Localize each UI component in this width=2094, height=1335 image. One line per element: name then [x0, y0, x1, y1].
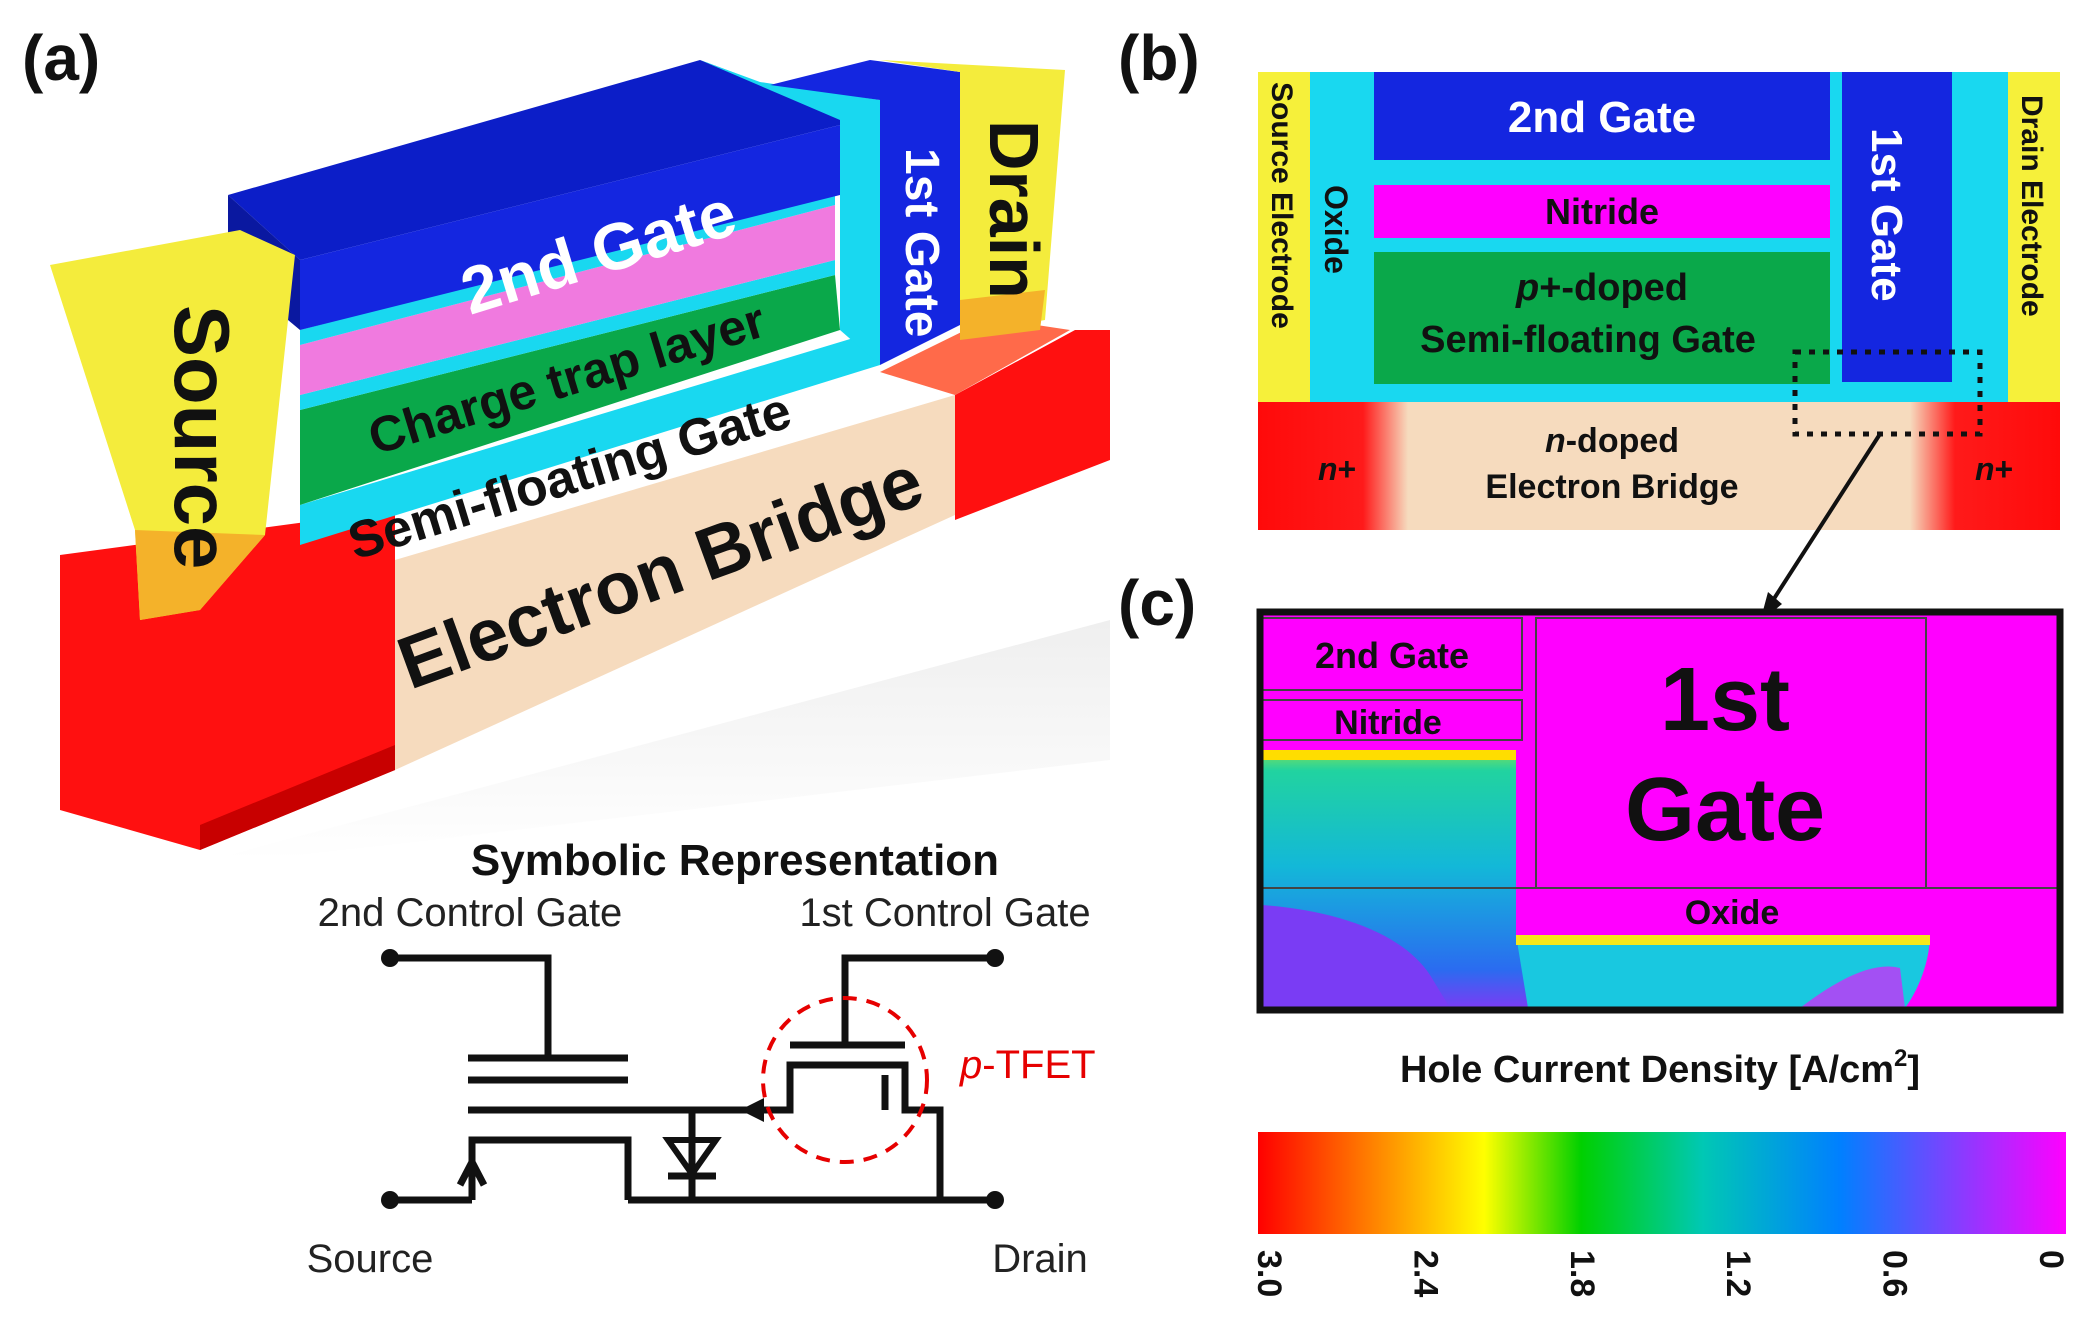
label-source: Source: [158, 305, 246, 569]
label-bridge-line1: n-doped: [1545, 422, 1679, 460]
second-gate-front: [300, 120, 860, 330]
channel-line: [468, 1136, 632, 1200]
label-sym-source: Source: [307, 1237, 434, 1281]
label-oxide-b: Oxide: [1318, 185, 1354, 274]
semi-floating-gate-block: [300, 275, 840, 505]
electron-bridge-block: [395, 395, 955, 770]
sim-channel-tail: [1800, 966, 1905, 1008]
label-nitride-c: Nitride: [1334, 704, 1442, 742]
first-gate-oxide: [700, 60, 880, 365]
tfet-channel: [778, 1061, 944, 1200]
panel-label-c: (c): [1118, 567, 1196, 639]
colorbar-ticks: 3.0 2.4 1.8 1.2 0.6 0: [1250, 1250, 2070, 1297]
first-gate-rect: [1842, 72, 1952, 382]
label-sfg-line1: p+-doped: [1515, 267, 1688, 309]
label-first-control-gate: 1st Control Gate: [799, 891, 1090, 935]
sim-deep-purple: [1262, 905, 1450, 1008]
drain-nplus-block: [955, 330, 1110, 520]
symbolic-title: Symbolic Representation: [471, 836, 999, 885]
nitride-rect: [1374, 185, 1830, 238]
sim-channel-hot: [1516, 935, 1930, 945]
colorbar-tick-label: 0: [2032, 1250, 2070, 1269]
label-oxide-c: Oxide: [1685, 894, 1779, 932]
device-shadow: [210, 620, 1110, 860]
device-3d: Source Drain 2nd Gate 1st Gate Charge tr…: [50, 60, 1110, 860]
drain-electrode-rect: [2008, 72, 2060, 402]
label-tfet: p-TFET: [959, 1043, 1096, 1087]
oxide-bottom: [300, 330, 880, 545]
label-sfg-line2: Semi-floating Gate: [1420, 319, 1756, 361]
diode-triangle: [662, 1137, 722, 1180]
panel-label-a: (a): [22, 22, 100, 94]
label-second-gate-c: 2nd Gate: [1315, 635, 1469, 676]
charge-trap-block: [300, 205, 835, 395]
simulation-map: 2nd Gate Nitride 1st Gate Oxide Hole Cur…: [1250, 608, 2070, 1297]
tfet-circle: [761, 996, 929, 1164]
label-quantity: Hole Current Density [A/cm2]: [1400, 1045, 1920, 1091]
sfg-rect: [1374, 252, 1830, 384]
label-first-gate-c-line2: Gate: [1625, 760, 1825, 860]
drain-electrode: [880, 60, 1065, 335]
nplus-left-rect: [1258, 402, 1408, 530]
nplus-right-rect: [1910, 402, 2060, 530]
colorbar-tick-label: 2.4: [1406, 1250, 1444, 1297]
wire-first-gate: [841, 954, 995, 1045]
wire-second-gate: [390, 954, 552, 1058]
sim-frame: [1256, 608, 2064, 1014]
colorbar-tick-label: 1.8: [1563, 1250, 1601, 1297]
source-electrode-bottom: [135, 530, 265, 620]
zoom-arrow-line: [1766, 432, 1882, 610]
zoom-box: [1792, 349, 1983, 437]
drain-nplus-top: [880, 318, 1070, 395]
terminal-drain: [986, 1191, 1004, 1209]
label-sym-drain: Drain: [992, 1237, 1088, 1281]
first-gate-block: [770, 60, 960, 365]
colorbar-tick-label: 0.6: [1876, 1250, 1914, 1297]
sim-hot-edge: [1262, 750, 1516, 760]
oxide-middle: [300, 260, 835, 410]
colorbar: [1258, 1132, 2066, 1234]
panel-label-b: (b): [1118, 22, 1200, 94]
cross-section: Source Electrode Drain Electrode Oxide 2…: [1258, 72, 2060, 622]
label-bridge-line2: Electron Bridge: [1485, 468, 1738, 506]
label-drain-electrode: Drain Electrode: [2015, 95, 2048, 317]
label-first-gate-b: 1st Gate: [1862, 128, 1911, 302]
label-source-electrode: Source Electrode: [1265, 82, 1298, 329]
drain-electrode-bottom: [960, 290, 1045, 340]
colorbar-tick-label: 3.0: [1250, 1250, 1288, 1297]
label-nplus-right: n+: [1975, 451, 2013, 487]
colorbar-tick-label: 1.2: [1719, 1250, 1757, 1297]
label-second-gate-b: 2nd Gate: [1508, 93, 1696, 142]
arrow-source: [456, 1154, 488, 1187]
label-nplus-left: n+: [1318, 451, 1356, 487]
label-drain: Drain: [975, 120, 1053, 299]
symbolic-representation: Symbolic Representation 2nd Control Gate…: [307, 836, 1096, 1281]
label-second-control-gate: 2nd Control Gate: [318, 891, 623, 935]
source-nplus-shadow: [200, 745, 395, 850]
source-electrode: [50, 230, 295, 620]
arrow-bridge: [740, 1098, 764, 1122]
source-electrode-rect: [1258, 72, 1310, 402]
label-nitride-b: Nitride: [1545, 191, 1659, 232]
label-first-gate: 1st Gate: [895, 148, 948, 337]
second-gate-rect: [1374, 72, 1830, 160]
second-gate-top: [228, 60, 860, 260]
label-first-gate-c-line1: 1st: [1660, 650, 1790, 750]
